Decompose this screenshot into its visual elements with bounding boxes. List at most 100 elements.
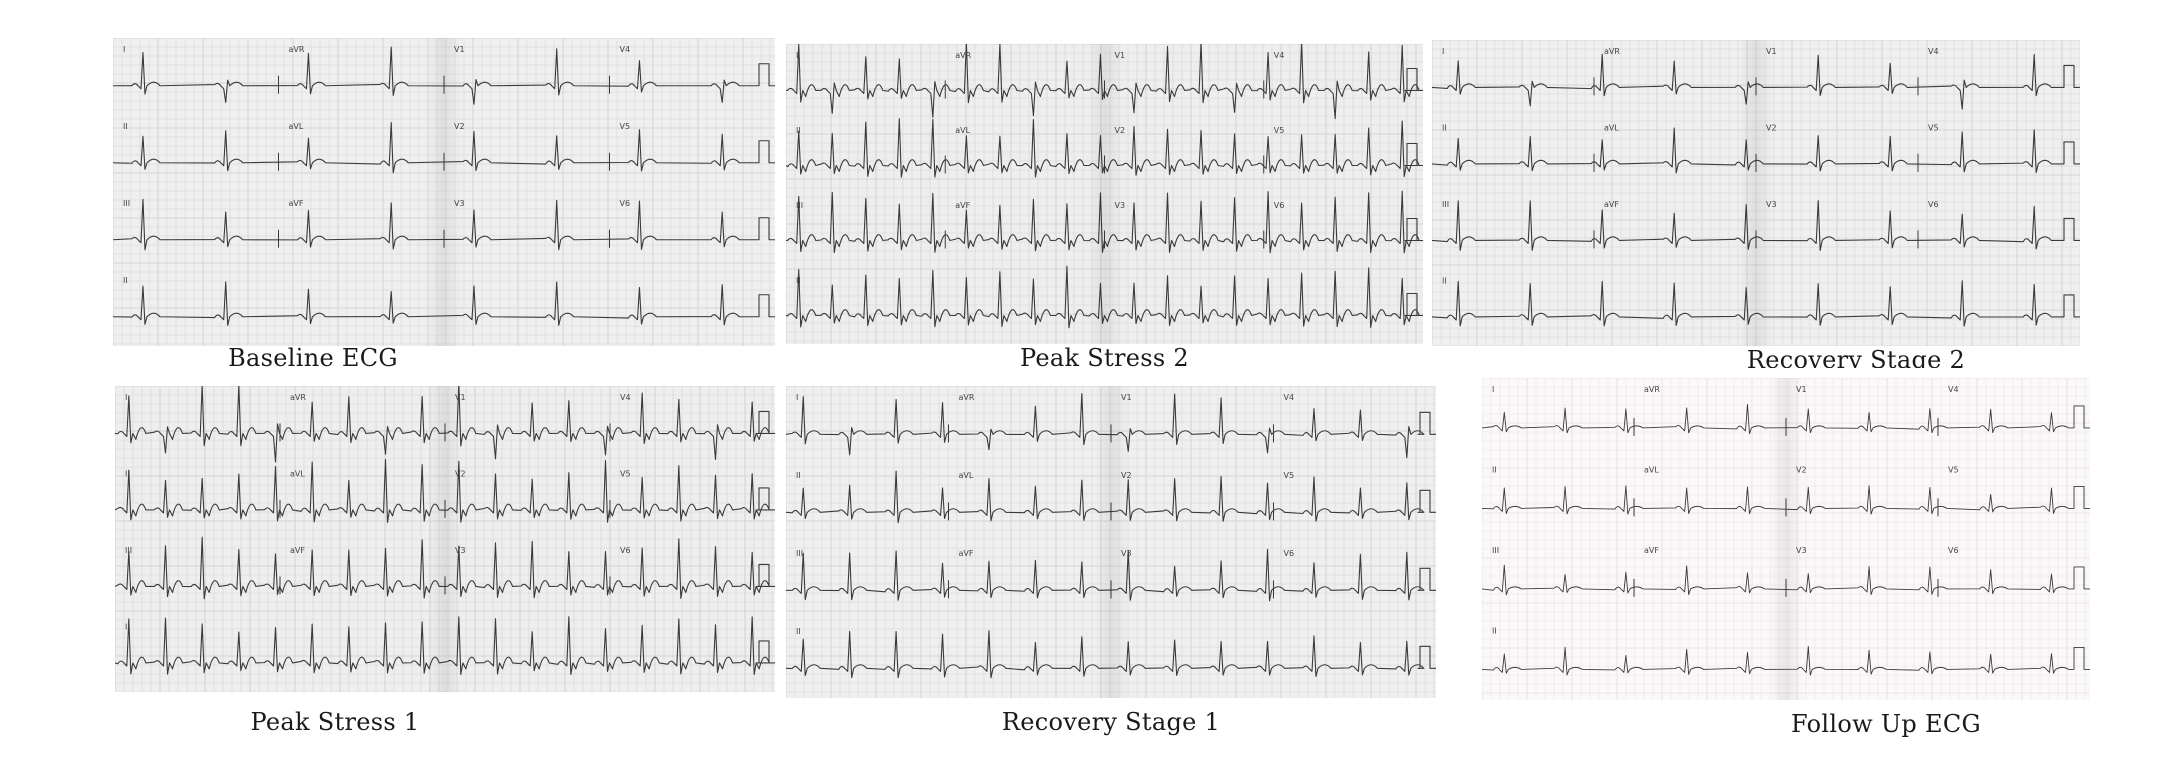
- lead-label: V4: [1928, 47, 1939, 56]
- lead-label: aVL: [959, 471, 974, 480]
- lead-label: I: [1442, 47, 1444, 56]
- lead-label: V5: [620, 470, 631, 479]
- lead-label: V5: [1284, 471, 1295, 480]
- lead-label: II: [125, 470, 130, 479]
- lead-label: aVL: [290, 470, 305, 479]
- ecg-trace-area: IaVRV1V4IIaVLV2V5IIIaVFV3V6II: [786, 44, 1423, 344]
- lead-label: V6: [1948, 546, 1959, 555]
- lead-label: V4: [1948, 385, 1959, 394]
- paper-fold: [428, 386, 462, 692]
- ecg-panel-follow-up: IaVRV1V4IIaVLV2V5IIIaVFV3V6II: [1482, 378, 2090, 700]
- paper-fold: [1094, 386, 1128, 698]
- lead-label: V4: [1274, 51, 1285, 60]
- lead-label: I: [125, 393, 127, 402]
- lead-label: II: [1442, 277, 1447, 286]
- paper-fold: [1739, 40, 1773, 346]
- lead-label: V3: [1121, 549, 1132, 558]
- lead-label: V2: [1115, 126, 1126, 135]
- lead-label: II: [123, 276, 128, 285]
- lead-label: I: [123, 45, 125, 54]
- lead-label: V5: [1274, 126, 1285, 135]
- lead-label: aVR: [959, 393, 975, 402]
- lead-label: II: [123, 122, 128, 131]
- lead-label: V2: [455, 470, 466, 479]
- lead-label: V2: [454, 122, 465, 131]
- lead-label: V3: [1766, 200, 1777, 209]
- ecg-trace-area: IaVRV1V4IIaVLV2V5IIIaVFV3V6II: [115, 386, 775, 692]
- caption-baseline: Baseline ECG: [228, 344, 398, 372]
- lead-label: V3: [454, 199, 465, 208]
- lead-label: aVR: [1644, 385, 1660, 394]
- lead-label: I: [796, 393, 798, 402]
- lead-label: aVL: [1644, 466, 1659, 475]
- lead-label: V3: [455, 546, 466, 555]
- caption-peak-stress-2: Peak Stress 2: [1020, 344, 1189, 372]
- paper-fold: [427, 38, 461, 346]
- lead-label: aVR: [289, 45, 305, 54]
- lead-label: V1: [1766, 47, 1777, 56]
- lead-label: V5: [620, 122, 631, 131]
- caption-peak-stress-1: Peak Stress 1: [250, 708, 420, 736]
- lead-label: aVR: [955, 51, 971, 60]
- lead-label: V6: [620, 199, 631, 208]
- lead-label: V1: [1121, 393, 1132, 402]
- lead-label: II: [1442, 124, 1447, 133]
- lead-label: V1: [455, 393, 466, 402]
- ecg-panel-baseline: IaVRV1V4IIaVLV2V5IIIaVFV3V6II: [113, 38, 775, 346]
- lead-label: aVF: [1604, 200, 1619, 209]
- lead-label: III: [796, 201, 803, 210]
- ecg-trace-area: IaVRV1V4IIaVLV2V5IIIaVFV3V6II: [1432, 40, 2080, 346]
- lead-label: II: [796, 627, 801, 636]
- lead-label: II: [1492, 466, 1497, 475]
- ecg-panel-recovery-stage-1: IaVRV1V4IIaVLV2V5IIIaVFV3V6II: [786, 386, 1436, 698]
- ecg-panel-recovery-stage-2: IaVRV1V4IIaVLV2V5IIIaVFV3V6II: [1432, 40, 2080, 346]
- lead-label: II: [1492, 627, 1497, 636]
- lead-label: III: [1492, 546, 1499, 555]
- lead-label: III: [123, 199, 130, 208]
- lead-label: V2: [1796, 466, 1807, 475]
- lead-label: V6: [620, 546, 631, 555]
- lead-label: V4: [1284, 393, 1295, 402]
- lead-label: aVF: [959, 549, 974, 558]
- lead-label: aVL: [1604, 124, 1619, 133]
- lead-label: V2: [1121, 471, 1132, 480]
- lead-label: V1: [1115, 51, 1126, 60]
- lead-label: V3: [1796, 546, 1807, 555]
- lead-label: V2: [1766, 124, 1777, 133]
- ecg-trace-area: IaVRV1V4IIaVLV2V5IIIaVFV3V6II: [113, 38, 775, 346]
- lead-label: II: [796, 126, 801, 135]
- lead-label: V5: [1928, 124, 1939, 133]
- lead-label: V6: [1284, 549, 1295, 558]
- lead-label: V4: [620, 45, 631, 54]
- paper-fold: [1769, 378, 1803, 700]
- caption-recovery-stage-2: Recovery Stage 2: [1746, 346, 1966, 368]
- paper-fold: [1087, 44, 1122, 344]
- lead-label: V3: [1115, 201, 1126, 210]
- lead-label: I: [796, 51, 798, 60]
- lead-label: aVF: [1644, 546, 1659, 555]
- lead-label: aVL: [955, 126, 970, 135]
- lead-label: V6: [1928, 200, 1939, 209]
- lead-label: III: [796, 549, 803, 558]
- lead-label: II: [125, 623, 130, 632]
- ecg-panel-peak-stress-1: IaVRV1V4IIaVLV2V5IIIaVFV3V6II: [115, 386, 775, 692]
- lead-label: aVF: [289, 199, 304, 208]
- lead-label: aVF: [290, 546, 305, 555]
- ecg-panel-peak-stress-2: IaVRV1V4IIaVLV2V5IIIaVFV3V6II: [786, 44, 1423, 344]
- lead-label: III: [125, 546, 132, 555]
- lead-label: II: [796, 471, 801, 480]
- lead-label: III: [1442, 200, 1449, 209]
- lead-label: I: [1492, 385, 1494, 394]
- lead-label: II: [796, 276, 801, 285]
- lead-label: V5: [1948, 466, 1959, 475]
- lead-label: aVR: [1604, 47, 1620, 56]
- lead-label: V1: [1796, 385, 1807, 394]
- lead-label: aVF: [955, 201, 970, 210]
- caption-follow-up: Follow Up ECG: [1791, 710, 1981, 738]
- ecg-trace-area: IaVRV1V4IIaVLV2V5IIIaVFV3V6II: [1482, 378, 2090, 700]
- caption-recovery-stage-1: Recovery Stage 1: [1001, 708, 1221, 736]
- lead-label: V4: [620, 393, 631, 402]
- lead-label: V6: [1274, 201, 1285, 210]
- lead-label: aVL: [289, 122, 304, 131]
- lead-label: aVR: [290, 393, 306, 402]
